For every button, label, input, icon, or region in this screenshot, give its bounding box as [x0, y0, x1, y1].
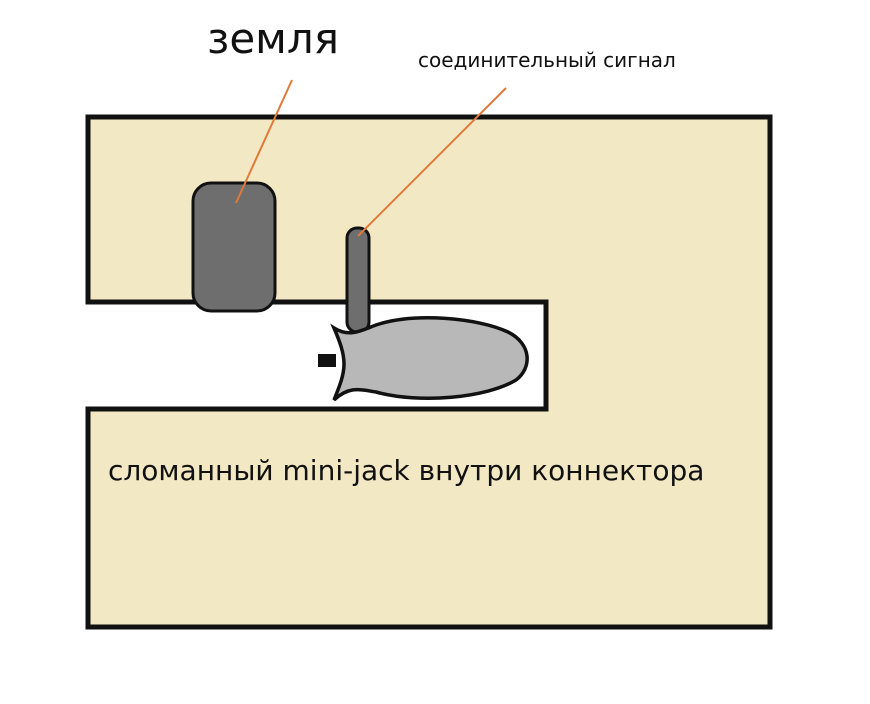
- ground-label: земля: [207, 14, 339, 63]
- ground-leader-line: [235, 79, 293, 204]
- diagram-caption: сломанный mini-jack внутри коннектора: [108, 454, 705, 487]
- ground-contact: [191, 181, 277, 313]
- jack-stub: [318, 354, 336, 367]
- signal-pin: [345, 226, 371, 334]
- broken-jack-tip: [330, 316, 529, 402]
- signal-label: соединительный сигнал: [418, 48, 676, 72]
- signal-leader-line: [357, 87, 507, 237]
